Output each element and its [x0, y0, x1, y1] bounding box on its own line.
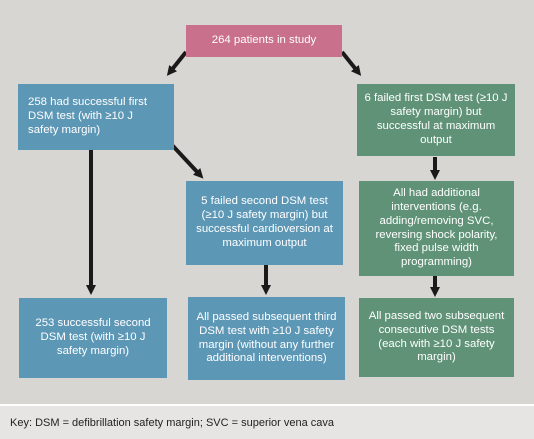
middle-bottom-box-text: All passed subsequent third DSM test wit…	[196, 310, 337, 365]
arrow-root-to-left	[166, 50, 188, 76]
left-bottom-box: 253 successful second DSM test (with ≥10…	[19, 298, 167, 378]
right-bottom-box: All passed two subsequent consecutive DS…	[359, 298, 514, 377]
key-footnote: Key: DSM = defibrillation safety margin;…	[0, 404, 534, 439]
left-top-box-text: 258 had successful first DSM test (with …	[28, 96, 148, 136]
key-text: Key: DSM = defibrillation safety margin;…	[10, 417, 335, 429]
right-top-box: 6 failed first DSM test (≥10 J safety ma…	[357, 84, 515, 156]
middle-top-box-text: 5 failed second DSM test (≥10 J safety m…	[196, 195, 333, 249]
arrow-left-to-middle	[170, 143, 204, 179]
right-middle-box-text: All had additional interventions (e.g. a…	[375, 187, 498, 269]
root-box: 264 patients in study	[186, 25, 342, 57]
right-middle-box: All had additional interventions (e.g. a…	[359, 181, 514, 276]
arrow-root-to-right	[340, 50, 362, 76]
middle-bottom-box: All passed subsequent third DSM test wit…	[188, 297, 345, 380]
right-top-box-text: 6 failed first DSM test (≥10 J safety ma…	[364, 92, 508, 146]
right-bottom-box-text: All passed two subsequent consecutive DS…	[368, 309, 505, 364]
root-box-text: 264 patients in study	[211, 34, 317, 47]
middle-top-box: 5 failed second DSM test (≥10 J safety m…	[186, 181, 343, 265]
left-bottom-box-text: 253 successful second DSM test (with ≥10…	[35, 317, 151, 357]
flowchart-canvas: 264 patients in study 258 had successful…	[18, 25, 515, 380]
left-top-box: 258 had successful first DSM test (with …	[18, 84, 174, 150]
